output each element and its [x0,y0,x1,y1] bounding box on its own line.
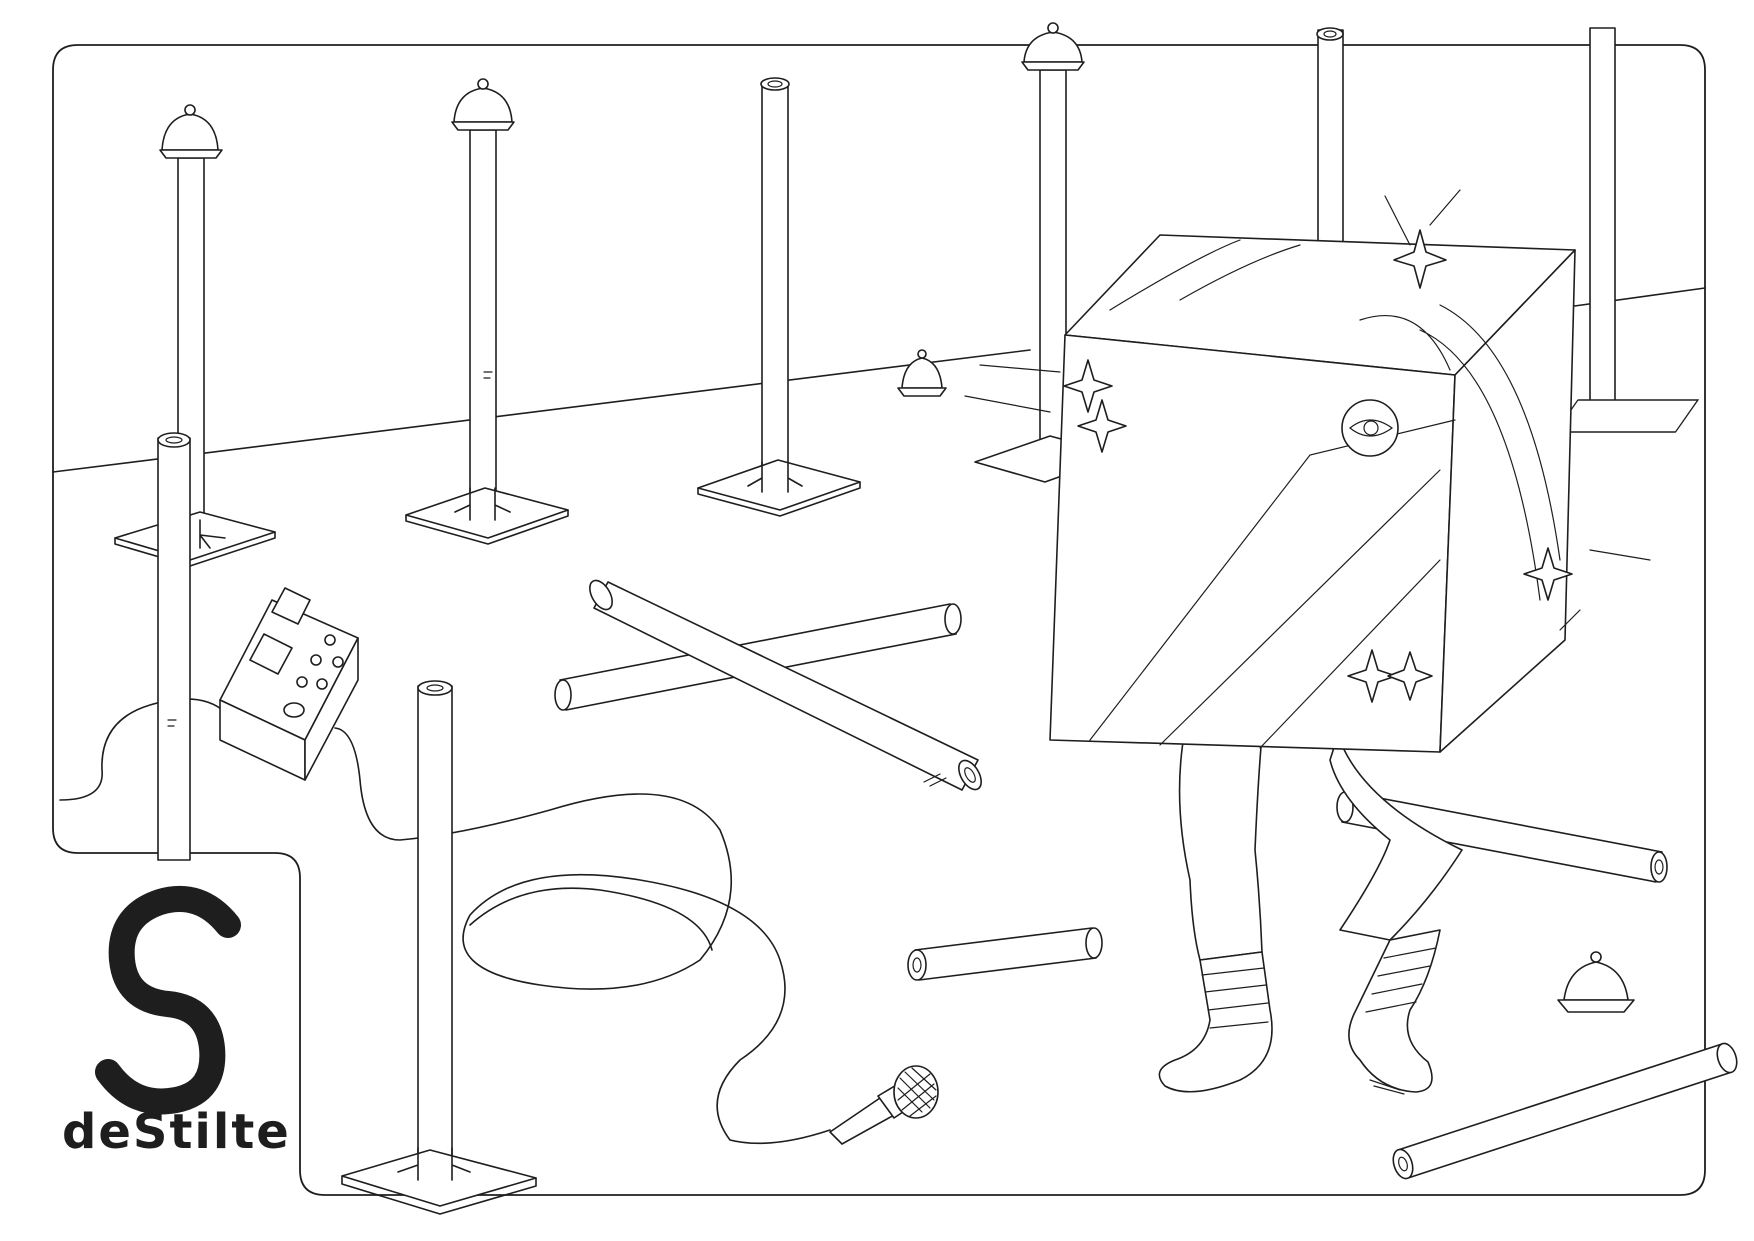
brand-wordmark: deStilte [62,1104,291,1160]
sparkle-icons [964,189,1651,703]
pole-front-center [341,680,537,1215]
cube-costume [1049,234,1576,753]
pole-far-right [1554,27,1699,433]
floor-bell-back [897,349,947,397]
fallen-tube-center-bottom [907,927,1103,981]
pole-with-bell-center-left [405,78,569,545]
s-curve-logo-icon [95,886,241,1115]
microphone-icon [829,1065,939,1145]
floor-bell-front [1557,951,1635,1013]
floor-line [52,287,1706,473]
control-box-icon [219,587,359,781]
pole-back-right [1316,27,1344,259]
fallen-tube-diagonal [589,579,982,791]
pole-front-left [157,432,191,861]
figure-legs [1158,729,1463,1095]
fallen-tube-bottom-right [1392,1042,1738,1180]
control-box-cable [59,698,226,801]
pole-center [697,77,861,517]
pole-with-bell-left [114,104,276,567]
